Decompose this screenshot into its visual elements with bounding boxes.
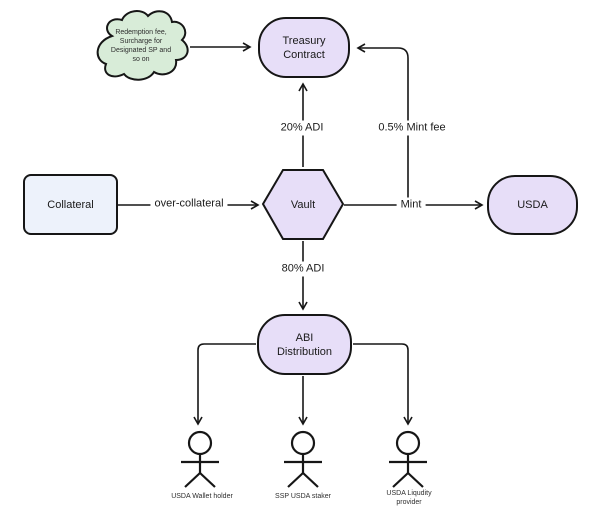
treasury-contract-node: Treasury Contract xyxy=(258,17,350,78)
edge-label-over-collateral: over-collateral xyxy=(150,196,228,212)
liquidity-provider-label: USDA Liqudity provider xyxy=(386,490,432,506)
collateral-node: Collateral xyxy=(23,174,118,235)
usda-node: USDA xyxy=(487,175,578,235)
wallet-holder-actor-icon xyxy=(181,430,219,488)
vault-hexagon-shape xyxy=(261,169,345,240)
edge-mint-fee-to-treasury xyxy=(356,43,409,204)
staker-label: SSP USDA staker xyxy=(275,493,331,500)
edge-label-80-adi: 80% ADI xyxy=(277,261,329,277)
edge-label-mint: Mint xyxy=(396,197,426,213)
abi-distribution-node: ABI Distribution xyxy=(257,314,352,375)
edge-label-mint-fee: 0.5% Mint fee xyxy=(374,120,450,136)
liquidity-provider-actor-icon xyxy=(389,430,427,488)
wallet-holder-label: USDA Wallet holder xyxy=(171,493,233,500)
edge-label-20-adi: 20% ADI xyxy=(276,120,328,136)
staker-actor-icon xyxy=(284,430,322,488)
vault-node-label: Vault xyxy=(290,199,316,211)
edge-abi-to-liquidity-provider xyxy=(353,343,413,426)
redemption-fee-cloud-label: Redemption fee, Surcharge for Designated… xyxy=(110,29,172,63)
redemption-fee-cloud-shape xyxy=(96,10,189,81)
edge-abi-to-wallet-holder xyxy=(193,343,256,426)
